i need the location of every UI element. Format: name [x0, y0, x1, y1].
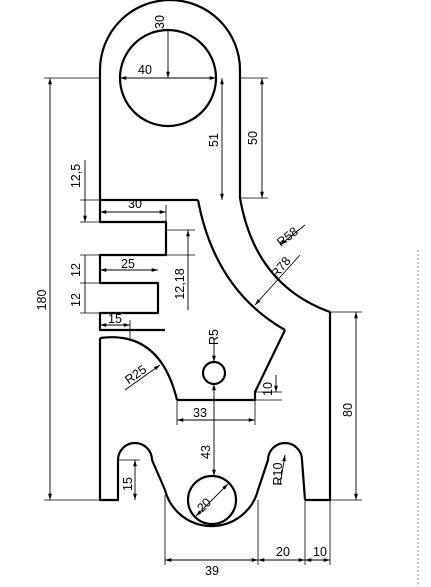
right-side [305, 312, 332, 502]
outer-arc [238, 197, 331, 314]
inner-arc [196, 199, 286, 331]
label-bottom-notch-width: 33 [193, 406, 207, 420]
left-side-lower [98, 338, 167, 502]
label-upper-inner-height: 51 [207, 133, 221, 147]
label-hole-offset: 43 [199, 445, 213, 459]
label-bottom-hole-diameter: 20 [194, 495, 214, 515]
dimension-lines [44, 30, 362, 565]
label-upper-outer-height: 50 [246, 131, 260, 145]
label-right-side-height: 80 [341, 403, 355, 417]
label-top-hole-diameter: 40 [138, 63, 152, 77]
label-slot-right-height: 12,18 [173, 268, 187, 299]
bottom-hole [186, 474, 238, 526]
label-right-foot-radius: R10 [271, 462, 285, 485]
label-overall-height: 180 [35, 290, 49, 311]
label-upper-tab-height: 12,5 [69, 164, 83, 188]
label-lower-tab-width: 15 [108, 312, 122, 326]
label-slot-gap-height: 12 [69, 293, 83, 307]
label-left-arc-radius: R25 [122, 362, 149, 387]
dimension-labels: 180 12,5 12 12 30 40 51 50 30 25 12,18 1… [35, 15, 355, 578]
center-notch [177, 329, 286, 402]
label-slot-top-width: 30 [128, 197, 142, 211]
label-slot-left-height: 12 [69, 263, 83, 277]
label-outer-arc-radius: R58 [274, 224, 301, 249]
label-left-foot-height: 15 [121, 477, 135, 491]
bottom-hook [163, 441, 307, 528]
label-inner-arc-radius: R78 [268, 254, 293, 281]
small-hole [201, 360, 227, 386]
label-top-hole-radius: 30 [153, 15, 167, 29]
label-bottom-width-right: 10 [313, 545, 327, 559]
label-slot-middle-width: 25 [121, 257, 135, 271]
left-r25-arc [99, 336, 179, 401]
leader-r78 [254, 254, 301, 306]
label-bottom-width-mid: 20 [276, 545, 290, 559]
leader-r58 [279, 224, 306, 246]
label-bottom-width-left: 39 [205, 564, 219, 578]
label-small-hole-radius: R5 [207, 329, 221, 345]
top-lug-outline [98, 0, 242, 200]
label-bottom-notch-height: 10 [261, 382, 275, 396]
